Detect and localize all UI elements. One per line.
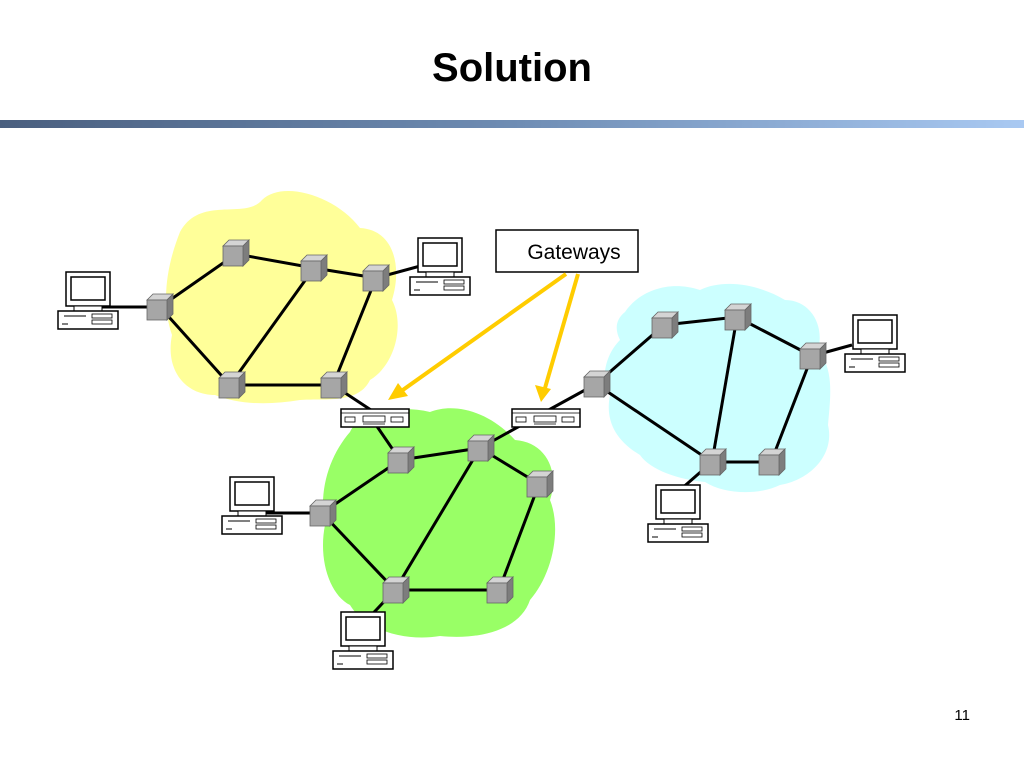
router-icon (146, 293, 174, 321)
router-icon (309, 499, 337, 527)
gateway-icon (511, 408, 581, 428)
network-cloud-center (322, 408, 556, 638)
router-icon (222, 239, 250, 267)
router-icon (799, 342, 827, 370)
router-icon (382, 576, 410, 604)
title-divider (0, 120, 1024, 128)
router-icon (362, 264, 390, 292)
router-icon (486, 576, 514, 604)
computer-icon (57, 271, 119, 330)
computer-icon (647, 484, 709, 543)
router-icon (320, 371, 348, 399)
router-icon (651, 311, 679, 339)
router-icon (467, 434, 495, 462)
router-icon (387, 446, 415, 474)
computer-icon (332, 611, 394, 670)
gateway-arrows (388, 272, 580, 402)
gateways-label: Gateways (527, 241, 620, 264)
computer-icon (409, 237, 471, 296)
gateways-callout: Gateways (495, 229, 639, 273)
router-icon (758, 448, 786, 476)
page-number: 11 (954, 707, 970, 724)
gateway-icon (340, 408, 410, 428)
router-icon (300, 254, 328, 282)
computer-icon (221, 476, 283, 535)
router-icon (724, 303, 752, 331)
network-cloud-left (166, 190, 398, 404)
computer-icon (844, 314, 906, 373)
router-icon (218, 371, 246, 399)
router-icon (699, 448, 727, 476)
router-icon (583, 370, 611, 398)
network-links (100, 252, 853, 627)
router-icon (526, 470, 554, 498)
slide-title: Solution (432, 46, 592, 90)
